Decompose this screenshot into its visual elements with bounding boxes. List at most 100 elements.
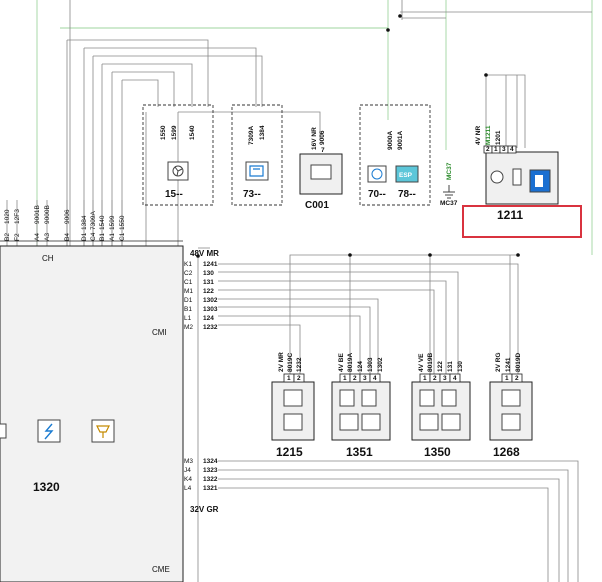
- svg-text:M1211: M1211: [485, 125, 492, 145]
- component-id-78: 78--: [398, 189, 416, 200]
- svg-text:8019A: 8019A: [347, 353, 354, 372]
- svg-text:8019C: 8019C: [287, 353, 294, 372]
- svg-text:1321: 1321: [203, 485, 218, 492]
- svg-text:2: 2: [297, 375, 301, 382]
- svg-text:1540: 1540: [99, 215, 106, 230]
- component-id-1268: 1268: [493, 445, 520, 459]
- connector-icon: [310, 164, 332, 180]
- svg-text:L1: L1: [184, 315, 192, 322]
- svg-text:1241: 1241: [505, 357, 512, 372]
- component-id-1351: 1351: [346, 445, 373, 459]
- svg-text:D1: D1: [184, 297, 193, 304]
- svg-text:J4: J4: [184, 467, 191, 474]
- left-edge-labels: 1020 12F3 9001B 9000B 9006 1384 7309A 15…: [4, 205, 126, 241]
- module-icons: [0, 419, 115, 443]
- esp-label: ESP: [399, 172, 413, 179]
- svg-text:B1: B1: [99, 233, 106, 241]
- svg-text:9000A: 9000A: [387, 131, 394, 150]
- component-15-box[interactable]: [142, 104, 214, 206]
- svg-text:1: 1: [343, 375, 347, 382]
- svg-text:1: 1: [494, 146, 498, 153]
- svg-text:9001B: 9001B: [34, 205, 41, 224]
- component-id-73: 73--: [243, 189, 261, 200]
- svg-text:A4: A4: [34, 233, 41, 241]
- svg-text:122: 122: [437, 361, 444, 372]
- svg-text:4: 4: [453, 375, 457, 382]
- svg-text:1: 1: [423, 375, 427, 382]
- module-label-ch: CH: [42, 254, 54, 263]
- svg-text:122: 122: [203, 288, 214, 295]
- module-label-cme: CME: [152, 565, 170, 574]
- ground-symbol: [443, 185, 455, 199]
- svg-text:7309A: 7309A: [90, 211, 97, 230]
- svg-text:7: 7: [321, 147, 325, 154]
- svg-text:4V NR: 4V NR: [475, 126, 482, 145]
- bottom-component-boxes: [271, 373, 533, 441]
- component-id-c001: C001: [305, 200, 329, 211]
- component-id-1350: 1350: [424, 445, 451, 459]
- svg-text:C4: C4: [90, 232, 97, 241]
- svg-text:C1: C1: [119, 232, 126, 241]
- svg-text:1232: 1232: [296, 357, 303, 372]
- svg-text:4V BE: 4V BE: [338, 353, 345, 372]
- fan-icon: [167, 161, 189, 181]
- svg-text:1303: 1303: [203, 306, 218, 313]
- svg-text:1232: 1232: [203, 324, 218, 331]
- svg-text:3: 3: [363, 375, 367, 382]
- left-edge-wires: [6, 200, 123, 248]
- svg-text:131: 131: [447, 361, 454, 372]
- svg-text:130: 130: [203, 270, 214, 277]
- component-73-box[interactable]: [231, 104, 283, 206]
- component-id-1215: 1215: [276, 445, 303, 459]
- svg-text:4V VE: 4V VE: [418, 353, 425, 372]
- svg-text:1241: 1241: [203, 261, 218, 268]
- svg-text:124: 124: [357, 361, 364, 372]
- svg-text:8019D: 8019D: [515, 353, 522, 372]
- component-id-70: 70--: [368, 189, 386, 200]
- module-label-cmi: CMI: [152, 328, 167, 337]
- svg-text:12F3: 12F3: [14, 209, 21, 224]
- svg-text:16V NR: 16V NR: [311, 127, 318, 150]
- svg-text:4: 4: [373, 375, 377, 382]
- bottom-wire-labels: 2V MR 8019C 1232 1 2 4V BE 8019A 124 130…: [278, 352, 522, 382]
- svg-text:C2: C2: [184, 270, 193, 277]
- svg-text:1302: 1302: [377, 357, 384, 372]
- svg-text:1201: 1201: [495, 130, 502, 145]
- svg-text:1: 1: [505, 375, 509, 382]
- svg-text:K4: K4: [184, 476, 192, 483]
- svg-text:7309A: 7309A: [248, 126, 255, 145]
- svg-text:1303: 1303: [367, 357, 374, 372]
- fuel-pump-icon: [490, 168, 551, 193]
- svg-text:1599: 1599: [171, 125, 178, 140]
- svg-text:2: 2: [515, 375, 519, 382]
- svg-text:1550: 1550: [119, 215, 126, 230]
- svg-text:1: 1: [287, 375, 291, 382]
- svg-text:M3: M3: [184, 458, 193, 465]
- svg-text:9006: 9006: [64, 209, 71, 224]
- svg-text:2: 2: [433, 375, 437, 382]
- svg-text:131: 131: [203, 279, 214, 286]
- svg-text:1323: 1323: [203, 467, 218, 474]
- svg-text:1550: 1550: [160, 125, 167, 140]
- svg-text:2: 2: [486, 146, 490, 153]
- svg-text:9001A: 9001A: [397, 131, 404, 150]
- module-id-1320: 1320: [33, 480, 60, 494]
- svg-text:A1: A1: [109, 233, 116, 241]
- top-wire-labels: 1550 1599 1540 7309A 1384 9006 16V NR 7 …: [160, 125, 514, 207]
- engine-icon: [245, 161, 269, 181]
- svg-text:B2: B2: [4, 233, 11, 241]
- svg-text:A3: A3: [44, 233, 51, 241]
- component-70-78-box[interactable]: [359, 104, 431, 206]
- svg-text:124: 124: [203, 315, 214, 322]
- svg-text:2: 2: [353, 375, 357, 382]
- module-output-wires: [197, 247, 579, 582]
- highlight-box-1211: [462, 205, 582, 238]
- svg-text:4: 4: [510, 146, 514, 153]
- component-id-15: 15--: [165, 189, 183, 200]
- svg-text:1384: 1384: [81, 215, 88, 230]
- svg-text:L4: L4: [184, 485, 192, 492]
- svg-text:130: 130: [457, 361, 464, 372]
